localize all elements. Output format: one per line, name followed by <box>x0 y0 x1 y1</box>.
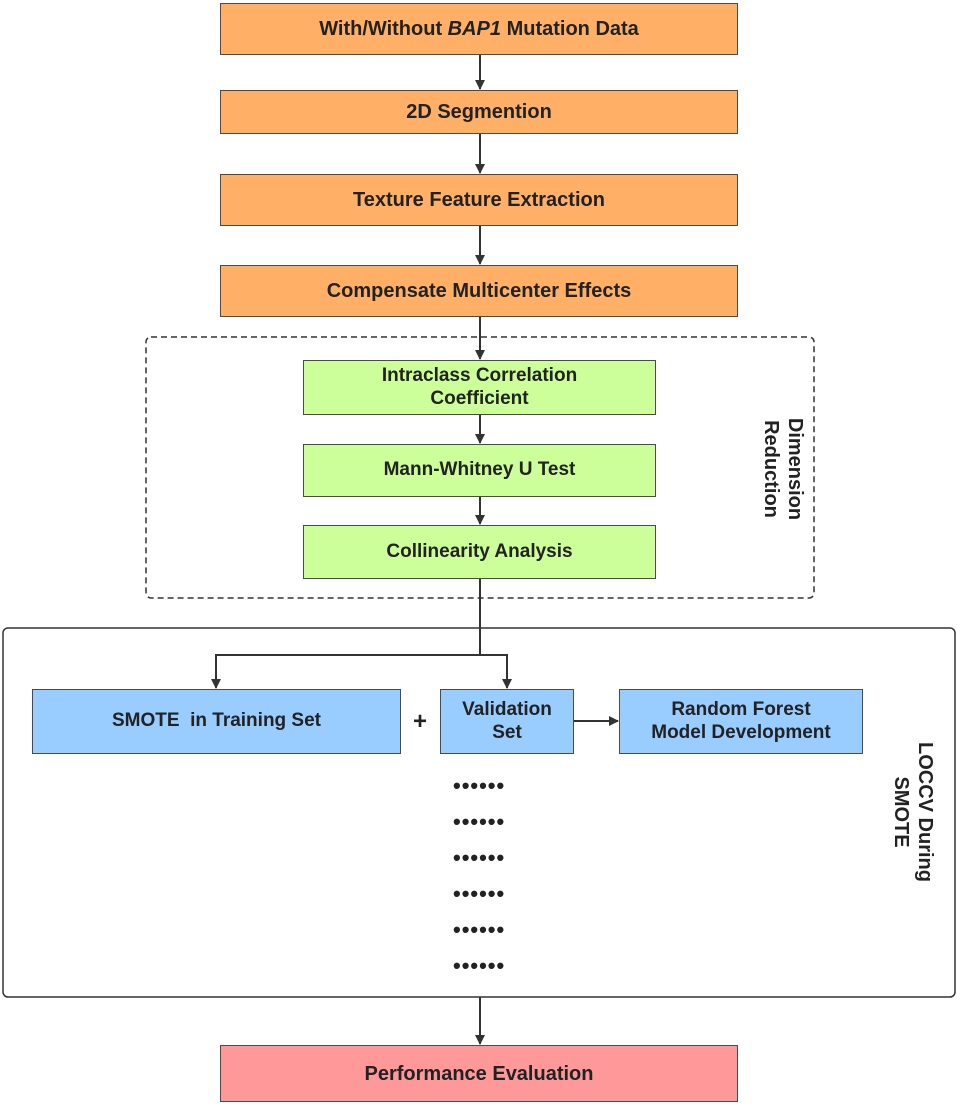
node-validation-set: Validation Set <box>440 689 574 754</box>
arrow-to-validation <box>480 654 512 689</box>
dimension-reduction-line2: Reduction <box>760 420 782 518</box>
ellipsis-row: •••••• <box>453 881 506 906</box>
node-mutation-data: With/Without BAP1 Mutation Data <box>220 3 738 55</box>
mutation-gene: BAP1 <box>447 18 502 40</box>
ellipsis-row: •••••• <box>453 953 506 978</box>
validation-line1: Validation <box>462 698 552 720</box>
rf-line2: Model Development <box>651 721 831 743</box>
node-mann-whitney: Mann-Whitney U Test <box>303 444 656 497</box>
loocv-label: LOCCV During SMOTE <box>889 737 937 887</box>
mutation-suffix: Mutation Data <box>501 18 639 40</box>
ellipsis-row: •••••• <box>453 845 506 870</box>
rf-line1: Random Forest <box>671 698 811 720</box>
loocv-line2: SMOTE <box>890 776 912 848</box>
mutation-prefix: With/Without <box>319 18 448 40</box>
node-compensate-multicenter: Compensate Multicenter Effects <box>220 265 738 317</box>
ellipsis-row: •••••• <box>453 917 506 942</box>
performance-label: Performance Evaluation <box>364 1062 594 1085</box>
ellipsis-row: •••••• <box>453 809 506 834</box>
node-random-forest: Random Forest Model Development <box>619 689 863 754</box>
node-icc: Intraclass Correlation Coefficient <box>303 360 656 415</box>
icc-label-line1: Intraclass Correlation <box>381 364 578 386</box>
texture-label: Texture Feature Extraction <box>353 189 605 211</box>
ellipsis-row: •••••• <box>453 773 506 798</box>
segmentation-label: 2D Segmention <box>406 101 552 123</box>
node-performance-evaluation: Performance Evaluation <box>220 1045 738 1102</box>
dimension-reduction-line1: Dimension <box>784 417 806 521</box>
loocv-line1: LOCCV During <box>914 742 936 882</box>
node-collinearity: Collinearity Analysis <box>303 525 656 579</box>
validation-line2: Set <box>492 721 522 743</box>
arrow-to-smote <box>211 654 480 689</box>
node-smote-training: SMOTE in Training Set <box>32 689 401 754</box>
smote-label: SMOTE in Training Set <box>111 710 322 732</box>
dimension-reduction-label: Dimension Reduction <box>759 409 807 529</box>
plus-sign: + <box>413 708 428 735</box>
icc-label-line2: Coefficient <box>430 387 529 409</box>
compensate-label: Compensate Multicenter Effects <box>326 280 632 302</box>
node-segmentation: 2D Segmention <box>220 90 738 134</box>
mann-whitney-label: Mann-Whitney U Test <box>383 459 576 481</box>
node-texture-extraction: Texture Feature Extraction <box>220 174 738 226</box>
collinearity-label: Collinearity Analysis <box>386 540 573 562</box>
